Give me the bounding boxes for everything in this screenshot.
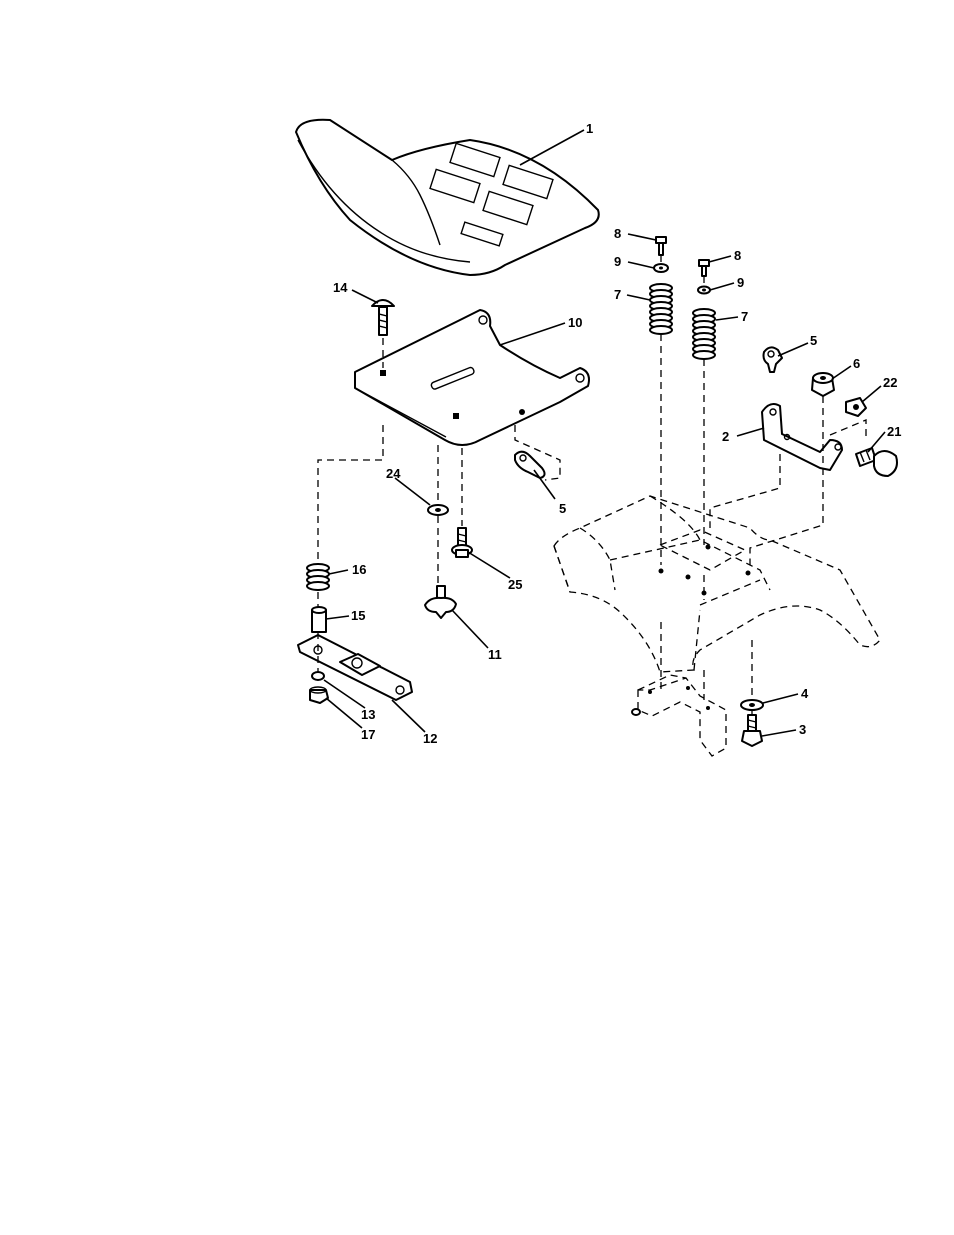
seat xyxy=(296,120,599,275)
seat-adjust-knob-left xyxy=(515,452,545,478)
screw-right xyxy=(699,260,709,276)
label-part-1: 1 xyxy=(586,121,593,136)
label-part-15: 15 xyxy=(351,608,365,623)
label-part-7-left: 7 xyxy=(614,287,621,302)
washer-9-right xyxy=(698,287,710,294)
label-part-10: 10 xyxy=(568,315,582,330)
spring-7-right xyxy=(693,309,715,359)
carriage-bolt xyxy=(372,300,394,335)
label-part-5-left: 5 xyxy=(559,501,566,516)
bolt-3 xyxy=(742,715,762,746)
spring-7-left xyxy=(650,284,672,334)
label-part-16: 16 xyxy=(352,562,366,577)
label-part-21: 21 xyxy=(887,424,901,439)
nut-6 xyxy=(812,373,834,396)
label-part-17: 17 xyxy=(361,727,375,742)
spacer xyxy=(312,607,326,632)
label-part-2: 2 xyxy=(722,429,729,444)
label-part-24: 24 xyxy=(386,466,401,481)
label-part-11: 11 xyxy=(488,647,502,662)
screw-left xyxy=(656,237,666,255)
lower-frame-bracket xyxy=(632,675,726,756)
label-part-5-right: 5 xyxy=(810,333,817,348)
washer-13 xyxy=(312,672,324,680)
label-part-9-left: 9 xyxy=(614,254,621,269)
nut-17 xyxy=(310,687,328,703)
label-part-9-right: 9 xyxy=(737,275,744,290)
label-part-3: 3 xyxy=(799,722,806,737)
label-part-7-right: 7 xyxy=(741,309,748,324)
label-part-22: 22 xyxy=(883,375,897,390)
assembly-lines xyxy=(318,255,866,715)
label-part-6: 6 xyxy=(853,356,860,371)
washer-9-left xyxy=(654,264,668,272)
bolt-21 xyxy=(856,448,897,476)
label-part-13: 13 xyxy=(361,707,375,722)
pivot-bracket xyxy=(762,404,842,470)
label-part-4: 4 xyxy=(801,686,809,701)
washer-4 xyxy=(741,700,763,710)
washer-24 xyxy=(428,505,448,515)
label-part-8-left: 8 xyxy=(614,226,621,241)
label-part-12: 12 xyxy=(423,731,437,746)
seat-adjust-knob-right xyxy=(764,347,783,372)
label-part-25: 25 xyxy=(508,577,522,592)
seat-pan xyxy=(355,310,589,445)
label-part-8-right: 8 xyxy=(734,248,741,263)
wing-knob xyxy=(425,586,456,618)
spring-16 xyxy=(307,564,329,590)
fender-outline xyxy=(554,496,880,672)
label-part-14: 14 xyxy=(333,280,348,295)
